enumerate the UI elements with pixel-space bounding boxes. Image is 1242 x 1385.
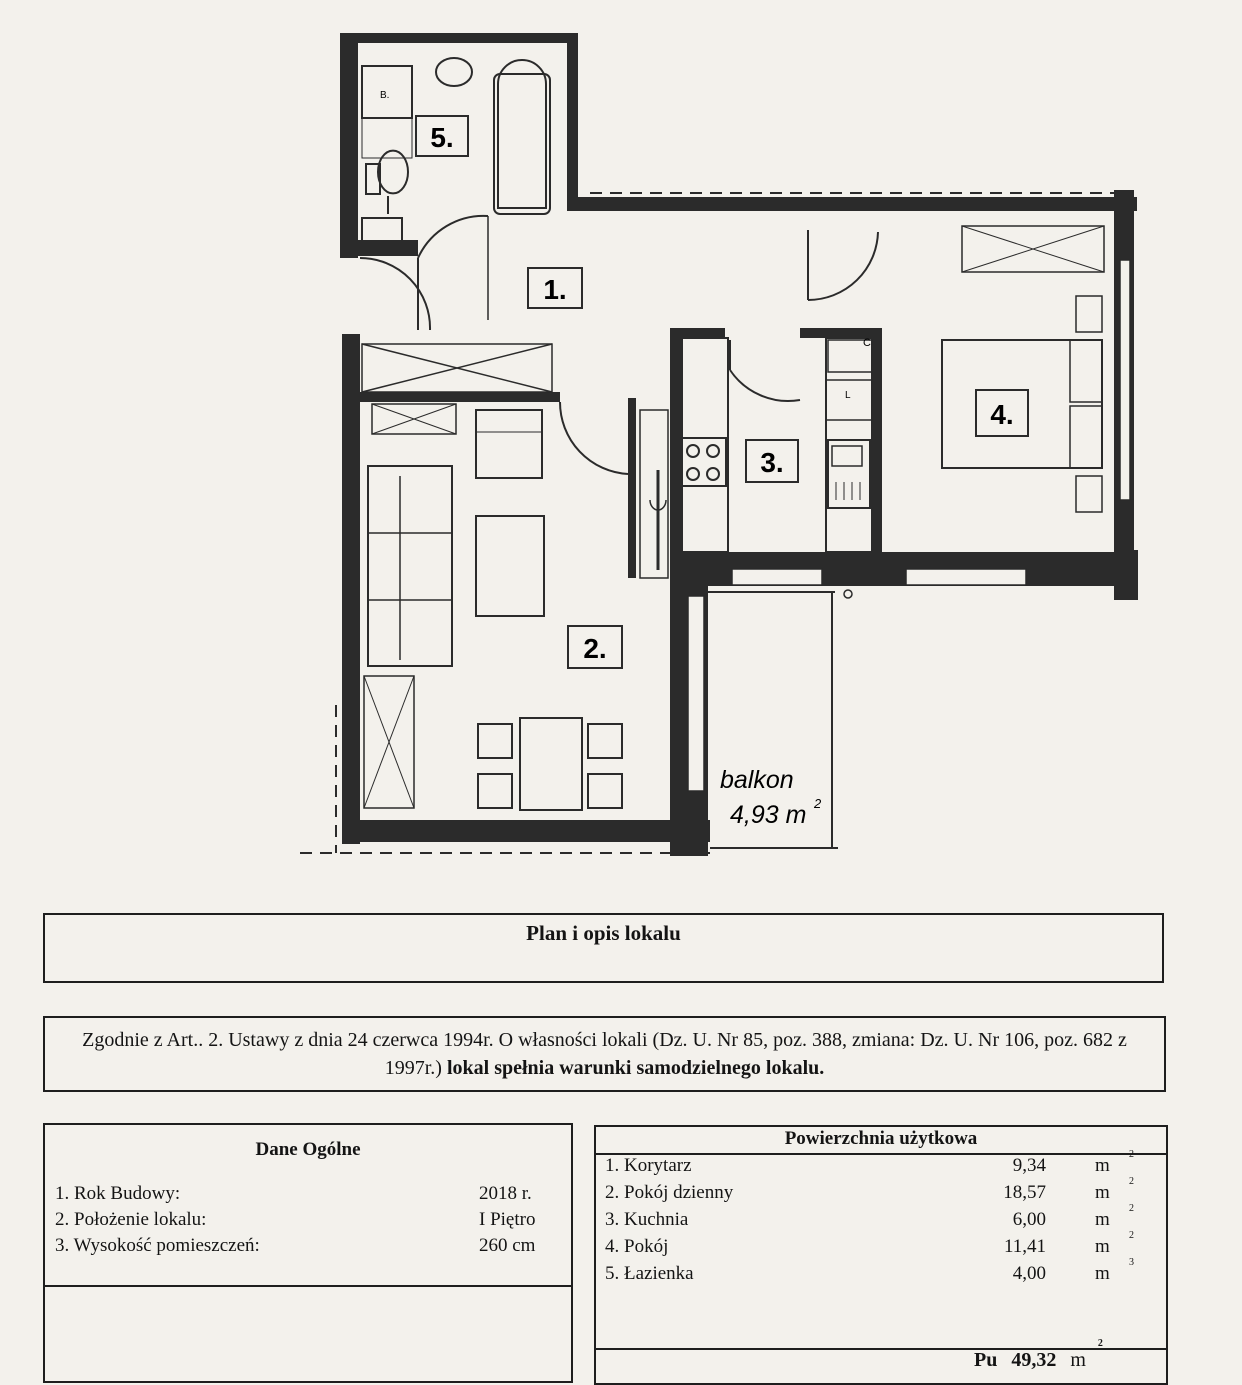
room-labels: 5. 1. 2. 3. 4. (415, 115, 1029, 669)
general-row-label: 3. Wysokość pomieszczeń: (55, 1235, 260, 1256)
area-row: 5. Łazienka 4,00 m 3 (605, 1257, 1166, 1289)
divider (45, 1285, 571, 1287)
usable-area-box: Powierzchnia użytkowa 1. Korytarz 9,34 m… (594, 1125, 1168, 1385)
general-row: 1. Rok Budowy: 2018 r. (55, 1183, 545, 1205)
balcony-label: balkon (720, 766, 794, 794)
general-heading: Dane Ogólne (255, 1139, 361, 1160)
title-box: Plan i opis lokalu (43, 913, 1164, 983)
area-row-sup: 2 (1129, 1230, 1134, 1241)
room-label-5: 5. (430, 122, 453, 153)
area-row-value: 4,00 (1012, 1263, 1046, 1284)
total-unit: m (1070, 1349, 1086, 1371)
area-row-value: 11,41 (1003, 1236, 1046, 1257)
total-value: 49,32 (1011, 1349, 1057, 1371)
bedroom-furniture (941, 225, 1105, 513)
hall-wardrobe (361, 343, 553, 393)
general-data-box: Dane Ogólne 1. Rok Budowy: 2018 r. 2. Po… (43, 1123, 573, 1383)
fixture-mark-c: C (863, 337, 871, 349)
legal-note-bold: lokal spełnia warunki samodzielnego loka… (446, 1057, 825, 1079)
total-sup: 2 (1097, 1338, 1103, 1350)
divider (596, 1348, 1166, 1350)
legal-note-box: Zgodnie z Art.. 2. Ustawy z dnia 24 czer… (43, 1016, 1166, 1092)
bathroom-fixtures (361, 57, 551, 245)
area-row-value: 9,34 (1012, 1155, 1046, 1176)
area-row-sup: 2 (1129, 1176, 1134, 1187)
general-row-value: 260 cm (479, 1235, 536, 1256)
area-row-unit: m (1095, 1209, 1110, 1230)
room-label-2: 2. (583, 633, 606, 664)
room-label-1: 1. (543, 274, 566, 305)
total-area: Pu 49,32 m2 (974, 1338, 1103, 1372)
general-row-value: 2018 r. (479, 1183, 532, 1204)
living-room-furniture (363, 403, 669, 811)
balcony-area-sup: 2 (813, 796, 822, 811)
area-row: 2. Pokój dzienny 18,57 m 2 (605, 1176, 1166, 1208)
area-row-unit: m (1095, 1182, 1110, 1203)
general-row-value: I Piętro (479, 1209, 536, 1230)
fixture-mark-l: L (845, 390, 851, 401)
area-row-sup: 3 (1129, 1257, 1134, 1268)
room-label-4: 4. (990, 399, 1013, 430)
legal-note: Zgodnie z Art.. 2. Ustawy z dnia 24 czer… (59, 1026, 1150, 1082)
general-row-label: 2. Położenie lokalu: (55, 1209, 207, 1230)
area-row-value: 18,57 (1003, 1182, 1046, 1203)
kitchen-fixtures (681, 337, 873, 553)
area-row-value: 6,00 (1012, 1209, 1046, 1230)
area-row: 3. Kuchnia 6,00 m 2 (605, 1203, 1166, 1235)
walls (340, 33, 1138, 856)
area-row-unit: m (1095, 1236, 1110, 1257)
doors (359, 214, 879, 475)
area-row-label: 5. Łazienka (605, 1263, 694, 1284)
fixture-mark-b: B. (380, 90, 389, 101)
general-row-label: 1. Rok Budowy: (55, 1183, 181, 1204)
balcony-outline (708, 591, 838, 849)
floor-plan: B. (300, 33, 1138, 856)
balcony-area: 4,93 m (730, 801, 806, 829)
area-row-label: 4. Pokój (605, 1236, 669, 1257)
area-row-sup: 2 (1129, 1203, 1134, 1214)
legal-note-text: Zgodnie z Art.. 2. Ustawy z dnia 24 czer… (82, 1029, 1127, 1079)
total-label: Pu (974, 1349, 998, 1371)
page-title: Plan i opis lokalu (526, 921, 681, 945)
area-row: 1. Korytarz 9,34 m 2 (605, 1149, 1166, 1181)
area-row-sup: 2 (1129, 1149, 1134, 1160)
usable-area-heading: Powierzchnia użytkowa (784, 1128, 978, 1149)
area-row-unit: m (1095, 1155, 1110, 1176)
area-row-label: 1. Korytarz (605, 1155, 692, 1176)
room-label-3: 3. (760, 447, 783, 478)
area-row-label: 2. Pokój dzienny (605, 1182, 734, 1203)
area-row-label: 3. Kuchnia (605, 1209, 689, 1230)
area-row-unit: m (1095, 1263, 1110, 1284)
divider (596, 1153, 1166, 1155)
area-row: 4. Pokój 11,41 m 2 (605, 1230, 1166, 1262)
general-row: 2. Położenie lokalu: I Piętro (55, 1209, 545, 1231)
general-row: 3. Wysokość pomieszczeń: 260 cm (55, 1235, 545, 1257)
